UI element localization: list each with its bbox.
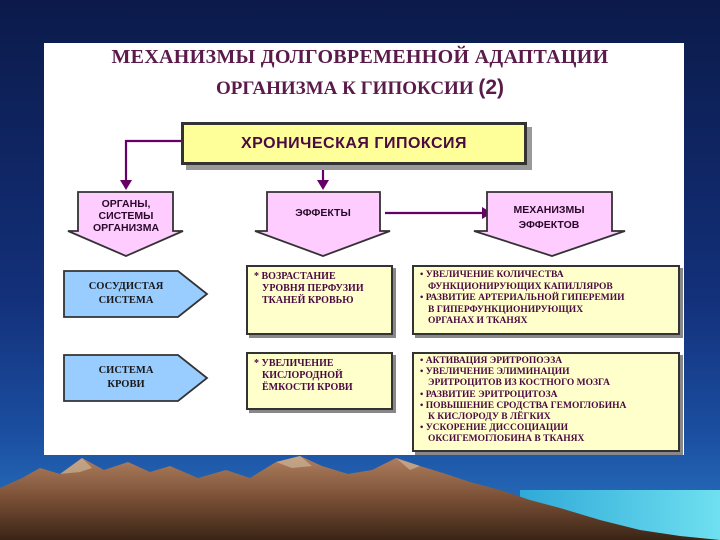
mechanism-text: АКТИВАЦИЯ ЭРИТРОПОЭЗА (425, 356, 563, 366)
effect-line: * УВЕЛИЧЕНИЕ (254, 358, 334, 369)
effect-line: УРОВНЯ ПЕРФУЗИИ (262, 283, 364, 294)
slide-title-line1: МЕХАНИЗМЫ ДОЛГОВРЕМЕННОЙ АДАПТАЦИИ (111, 46, 609, 68)
chronic-hypoxia-box: ХРОНИЧЕСКАЯ ГИПОКСИЯ (181, 122, 527, 165)
title-number: (2) (478, 76, 505, 99)
mechanism-item: • РАЗВИТИЕ АРТЕРИАЛЬНОЙ ГИПЕРЕМИИ (420, 293, 625, 304)
mechanism-text: К КИСЛОРОДУ В ЛЁГКИХ (428, 412, 551, 423)
row2-mechanisms-box: • АКТИВАЦИЯ ЭРИТРОПОЭЗА • УВЕЛИЧЕНИЕ ЭЛИ… (412, 352, 680, 452)
row2-system-label: СИСТЕМА КРОВИ (68, 364, 184, 392)
mechanism-text: ОКСИГЕМОГЛОБИНА В ТКАНЯХ (428, 434, 585, 445)
mechanism-text: ЭРИТРОЦИТОВ ИЗ КОСТНОГО МОЗГА (428, 378, 610, 389)
effect-line: КИСЛОРОДНОЙ (262, 370, 343, 381)
mechanisms-header-shape (473, 191, 626, 257)
slide-title-line2: ОРГАНИЗМА К ГИПОКСИИ (2) (0, 76, 720, 100)
mechanism-text: В ГИПЕРФУНКЦИОНИРУЮЩИХ (428, 304, 584, 315)
connector-main-to-organs (124, 139, 181, 182)
effects-header-label: ЭФФЕКТЫ (295, 207, 351, 219)
row1-system-label: СОСУДИСТАЯ СИСТЕМА (68, 280, 184, 308)
system-label-line: КРОВИ (107, 379, 145, 390)
mechanisms-header-line: МЕХАНИЗМЫ (513, 204, 585, 216)
row2-system-arrow (63, 354, 209, 402)
row1-effect-box: * ВОЗРАСТАНИЕ УРОВНЯ ПЕРФУЗИИ ТКАНЕЙ КРО… (246, 265, 393, 335)
organs-header-shape (67, 191, 184, 257)
mechanisms-header-label: МЕХАНИЗМЫ ЭФФЕКТОВ (490, 203, 608, 233)
mechanism-item: • ПОВЫШЕНИЕ СРОДСТВА ГЕМОГЛОБИНА (420, 400, 627, 411)
mechanism-item: • РАЗВИТИЕ ЭРИТРОЦИТОЗА (420, 389, 558, 400)
mechanism-text: УСКОРЕНИЕ ДИССОЦИАЦИИ (425, 423, 569, 434)
organs-header-line: ОРГАНИЗМА (92, 222, 160, 234)
arrowhead-effects (317, 180, 329, 190)
system-label-line: СОСУДИСТАЯ (88, 281, 164, 292)
effect-line: ЁМКОСТИ КРОВИ (262, 382, 353, 393)
mechanism-text: РАЗВИТИЕ АРТЕРИАЛЬНОЙ ГИПЕРЕМИИ (425, 293, 625, 304)
mechanism-text: УВЕЛИЧЕНИЕ ЭЛИМИНАЦИИ (425, 367, 570, 378)
mechanism-item: • УВЕЛИЧЕНИЕ КОЛИЧЕСТВА (420, 270, 564, 280)
mountains (0, 456, 720, 540)
arrowhead-organs (120, 180, 132, 190)
mechanism-text: ФУНКЦИОНИРУЮЩИХ КАПИЛЛЯРОВ (428, 281, 613, 292)
mechanism-item: • УВЕЛИЧЕНИЕ ЭЛИМИНАЦИИ (420, 367, 570, 378)
organs-header-label: ОРГАНЫ, СИСТЕМЫ ОРГАНИЗМА (84, 198, 168, 234)
mechanism-item: • АКТИВАЦИЯ ЭРИТРОПОЭЗА (420, 356, 563, 366)
row1-system-arrow (63, 270, 209, 318)
organs-header-line: СИСТЕМЫ (98, 210, 154, 222)
row1-mechanisms-box: • УВЕЛИЧЕНИЕ КОЛИЧЕСТВА ФУНКЦИОНИРУЮЩИХ … (412, 265, 680, 335)
mechanism-text: ОРГАНАХ И ТКАНЯХ (428, 316, 528, 327)
title-text: ОРГАНИЗМА К ГИПОКСИИ (215, 78, 474, 99)
effect-line: ТКАНЕЙ КРОВЬЮ (262, 295, 354, 306)
mechanisms-header-line: ЭФФЕКТОВ (518, 219, 580, 231)
mechanism-text: УВЕЛИЧЕНИЕ КОЛИЧЕСТВА (425, 270, 564, 280)
organs-header-line: ОРГАНЫ, (101, 198, 151, 210)
effects-header-shape (254, 191, 391, 257)
system-label-line: СИСТЕМА (98, 295, 154, 306)
effect-line: * ВОЗРАСТАНИЕ (254, 271, 336, 282)
system-label-line: СИСТЕМА (98, 365, 154, 376)
mechanism-text: РАЗВИТИЕ ЭРИТРОЦИТОЗА (425, 389, 558, 400)
mechanism-item: • УСКОРЕНИЕ ДИССОЦИАЦИИ (420, 423, 569, 434)
row2-effect-box: * УВЕЛИЧЕНИЕ КИСЛОРОДНОЙ ЁМКОСТИ КРОВИ (246, 352, 393, 410)
mechanism-text: ПОВЫШЕНИЕ СРОДСТВА ГЕМОГЛОБИНА (425, 400, 627, 411)
